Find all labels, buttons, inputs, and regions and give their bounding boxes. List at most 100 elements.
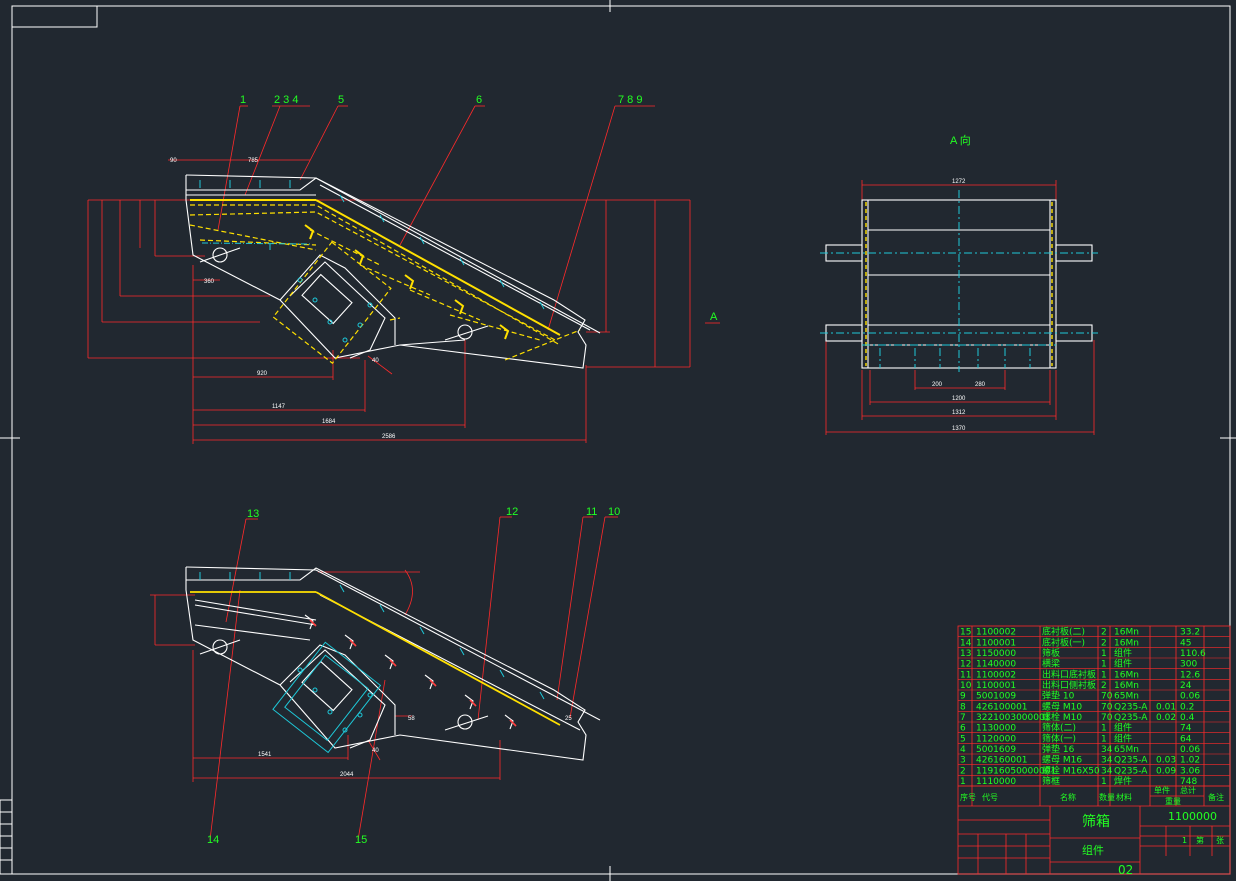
bom-cell: 16Mn <box>1114 638 1139 648</box>
bom-cell: 螺栓 M10 <box>1042 711 1082 723</box>
bom-cell: 10 <box>960 681 972 691</box>
bom-cell: 1 <box>1101 660 1107 670</box>
bom-cell: 组件 <box>1114 722 1132 734</box>
dim-text: 1312 <box>952 410 966 416</box>
bom-cell: 组件 <box>1114 732 1132 744</box>
bom-cell: 14 <box>960 638 972 648</box>
bom-cell: 110.6 <box>1180 649 1206 659</box>
bom-cell: 0.09 <box>1156 766 1176 776</box>
side-view-a: A 向 <box>820 133 1098 435</box>
bom-cell: 11916050000001 <box>976 766 1056 776</box>
bom-cell: 16Mn <box>1114 670 1139 680</box>
title-block-sheet-word: 张 <box>1216 836 1224 845</box>
bom-cell: 筛板 <box>1042 647 1060 659</box>
bom-cell: 13 <box>960 649 971 659</box>
dim-text: 1147 <box>272 404 286 410</box>
dim-text: 40 <box>372 358 379 364</box>
bom-header-cell: 单件 <box>1154 785 1170 795</box>
bom-cell: 5 <box>960 734 966 744</box>
bom-cell: Q235-A <box>1114 756 1148 766</box>
bom-cell: 65Mn <box>1114 692 1139 702</box>
bom-cell: 11 <box>960 670 971 680</box>
title-block-sheet-word: 第 <box>1196 835 1204 845</box>
balloon-label: 1 <box>240 94 246 106</box>
bom-cell: 74 <box>1180 724 1192 734</box>
bom-cell: 34 <box>1101 766 1113 776</box>
bom-cell: 底衬板(二) <box>1042 626 1085 638</box>
dim-text: 1200 <box>952 396 966 402</box>
bom-cell: 0.03 <box>1156 756 1176 766</box>
bom-cell: 5001009 <box>976 692 1016 702</box>
bom-cell: 1 <box>1101 649 1107 659</box>
dim-text: 2586 <box>382 434 396 440</box>
bom-cell: 1 <box>960 777 966 787</box>
bom-cell: 1130000 <box>976 724 1016 734</box>
bom-cell: 426100001 <box>976 702 1028 712</box>
bom-cell: 1.02 <box>1180 756 1200 766</box>
dim-text: 40 <box>372 748 379 754</box>
dim-text: 25 <box>565 716 572 722</box>
bom-cell: 1150000 <box>976 649 1016 659</box>
dim-text: 1684 <box>322 419 336 425</box>
balloon-label: 11 <box>586 506 597 518</box>
bom-cell: 7 <box>960 713 966 723</box>
bom-cell: 2 <box>960 766 966 776</box>
bottom-section-view: 1541 2044 58 40 25 13 12 11 10 14 15 <box>150 506 620 846</box>
bom-cell: 螺母 M16 <box>1042 755 1082 766</box>
bom-cell: 64 <box>1180 734 1192 744</box>
bom-header-cell: 序号 <box>960 792 976 802</box>
bom-cell: 1120000 <box>976 734 1016 744</box>
bom-weight-header: 重量 <box>1165 796 1181 806</box>
bom-cell: 螺母 M10 <box>1042 701 1082 712</box>
bom-cell: 0.06 <box>1180 692 1200 702</box>
balloon-label: 2 3 4 <box>274 94 298 106</box>
dim-text: 2044 <box>340 772 354 778</box>
bom-cell: 70 <box>1101 692 1113 702</box>
bom-cell: 16Mn <box>1114 628 1139 638</box>
bom-cell: 0.01 <box>1156 702 1176 712</box>
bom-cell: 33.2 <box>1180 628 1200 638</box>
bom-cell: 12.6 <box>1180 670 1200 680</box>
bom-cell: 组件 <box>1114 658 1132 670</box>
bom-header-cell: 备注 <box>1208 792 1224 802</box>
bom-cell: 1 <box>1101 724 1107 734</box>
bom-cell: 748 <box>1180 777 1197 787</box>
side-view-title: A 向 <box>950 133 971 147</box>
bom-cell: 0.2 <box>1180 702 1194 712</box>
bom-cell: 3 <box>960 756 966 766</box>
bom-cell: 筛框 <box>1042 775 1060 787</box>
bom-cell: 1100002 <box>976 670 1016 680</box>
dim-text: 280 <box>975 382 986 388</box>
title-block-sheet-count: 1 <box>1182 836 1187 845</box>
bom-header-cell: 总计 <box>1180 785 1196 795</box>
bom-cell: 出料口侧衬板 <box>1042 679 1096 691</box>
dim-text: 58 <box>408 716 415 722</box>
bom-cell: 弹垫 16 <box>1042 743 1075 755</box>
balloon-label: 15 <box>355 834 367 846</box>
dim-text: 920 <box>257 371 268 377</box>
bom-cell: 1110000 <box>976 777 1016 787</box>
title-block-sheet-no: 02 <box>1118 863 1133 877</box>
title-block-sub: 组件 <box>1082 843 1104 857</box>
bom-cell: 5001609 <box>976 745 1016 755</box>
bom-cell: 1 <box>1101 670 1107 680</box>
bom-cell: 组件 <box>1114 647 1132 659</box>
bom-cell: 9 <box>960 692 966 702</box>
bom-cell: Q235-A <box>1114 702 1148 712</box>
bom-cell: 1 <box>1101 777 1107 787</box>
bom-cell: 3221003000001 <box>976 713 1050 723</box>
balloon-label: 14 <box>207 834 219 846</box>
bom-cell: 0.06 <box>1180 745 1200 755</box>
main-front-view: 920 1147 1684 2586 90 785 360 40 1 2 3 4… <box>87 94 720 444</box>
bom-cell: 1100001 <box>976 681 1016 691</box>
bom-cell: 34 <box>1101 745 1113 755</box>
bom-cell: 2 <box>1101 628 1107 638</box>
dim-text: 200 <box>932 382 943 388</box>
bom-cell: 70 <box>1101 702 1113 712</box>
bom-cell: 65Mn <box>1114 745 1139 755</box>
dim-text: 90 <box>170 158 177 164</box>
